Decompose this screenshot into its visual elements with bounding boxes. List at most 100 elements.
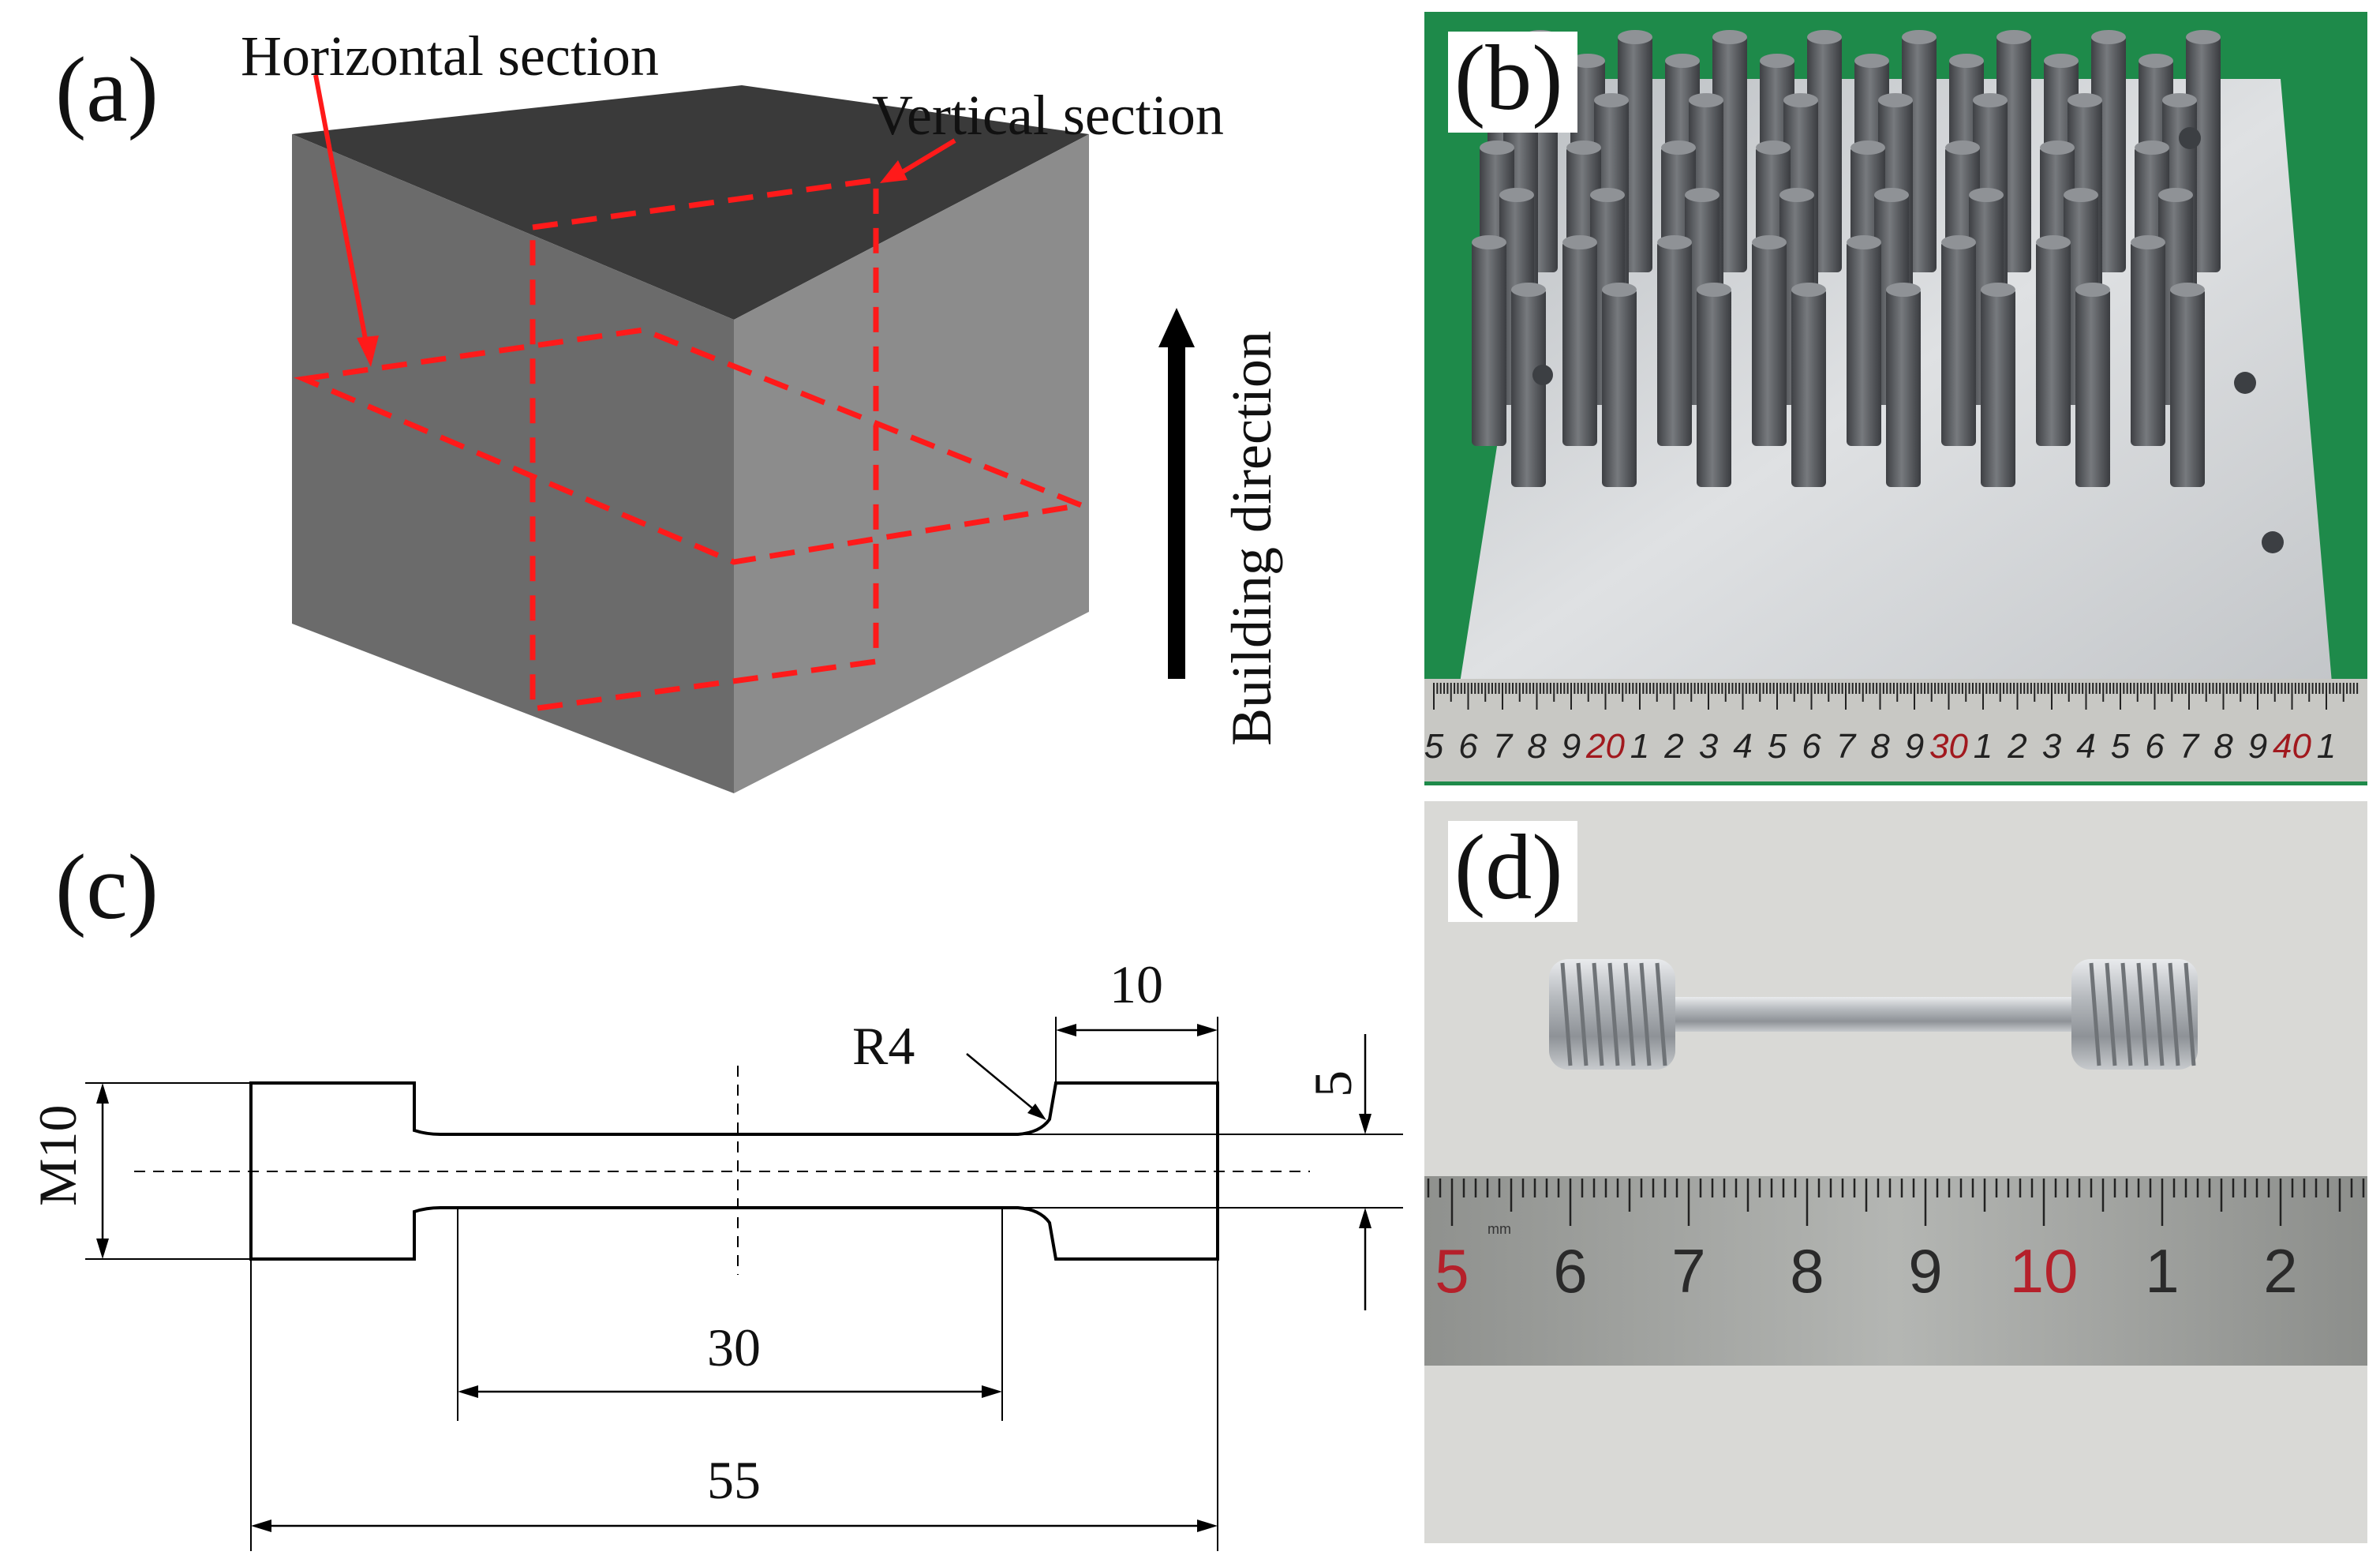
rod [1791, 288, 1826, 487]
rod-top [1499, 188, 1534, 202]
ruler-b-number: 9 [2248, 727, 2267, 766]
thread-line [2089, 962, 2101, 1066]
rod [1886, 288, 1921, 487]
rod-top [1566, 141, 1601, 155]
thread-line [2184, 962, 2196, 1066]
rod-top [1562, 235, 1597, 249]
rod-top [2158, 188, 2193, 202]
ruler-d-number: 9 [1908, 1236, 1942, 1306]
ruler-d-number: 1 [2145, 1236, 2179, 1306]
ruler-d-number: 8 [1790, 1236, 1824, 1306]
rod-top [1618, 30, 1652, 44]
rod-top [1807, 30, 1842, 44]
rod-top [1689, 93, 1723, 107]
ruler-b-number: 8 [1527, 727, 1547, 766]
block-side-face [734, 134, 1089, 793]
rod [1472, 241, 1506, 446]
plate-hole [2179, 127, 2201, 149]
block-front-face [292, 134, 734, 793]
dim55-arrowhead-right [1197, 1520, 1218, 1532]
rod-top [1902, 30, 1937, 44]
rod [1511, 288, 1546, 487]
thread-line [2105, 962, 2117, 1066]
thread-line [1655, 962, 1667, 1066]
ruler-b-number: 4 [2076, 727, 2095, 766]
panel-label-a: (a) [55, 38, 159, 141]
dim-r4-label: R4 [852, 1016, 915, 1076]
horizontal-section-plane [294, 327, 1091, 565]
rod-top [2186, 30, 2221, 44]
thread-line [2136, 962, 2149, 1066]
rod-top [1878, 93, 1913, 107]
rod [1847, 241, 1881, 446]
dim5-arrowhead-top [1359, 1114, 1371, 1134]
rod-top [1945, 141, 1980, 155]
rod-top [1791, 283, 1826, 297]
thread-line [1639, 962, 1652, 1066]
thread-line [2168, 962, 2180, 1066]
ruler-b-number: 30 [1929, 727, 1968, 766]
ruler-b-number: 1 [2317, 727, 2336, 766]
rod-top [2135, 141, 2169, 155]
rod-top [2036, 235, 2071, 249]
ruler-unit-label: mm [1488, 1221, 1511, 1237]
ruler-b-number: 5 [2111, 727, 2131, 766]
ruler-b-number: 6 [1458, 727, 1478, 766]
rod-top [1472, 235, 1506, 249]
ruler-b-number: 8 [2213, 727, 2233, 766]
rod-top [1783, 93, 1818, 107]
specimen-drawing: M10 R4 10 5 30 55 [28, 954, 1403, 1551]
rod-top [2075, 283, 2110, 297]
ruler-b-number: 3 [2042, 727, 2062, 766]
panel-label-d: (d) [1448, 821, 1577, 922]
rod-top [1850, 141, 1885, 155]
ruler-d-number: 10 [2010, 1236, 2079, 1306]
ruler-d-number: 7 [1671, 1236, 1705, 1306]
ruler-b-number: 20 [1585, 727, 1625, 766]
rod-top [2091, 30, 2126, 44]
thread-line [1607, 962, 1620, 1066]
tensile-specimen [1549, 959, 2198, 1070]
dim5-arrowhead-bottom [1359, 1208, 1371, 1228]
ruler-b-number: 6 [1802, 727, 1821, 766]
horizontal-section-pointer [313, 74, 369, 348]
rod-top [1886, 283, 1921, 297]
dim30-arrowhead-right [982, 1385, 1002, 1398]
ruler-d-number: 5 [1435, 1236, 1469, 1306]
rod-top [2162, 93, 2197, 107]
rod-top [1949, 54, 1984, 68]
rod-top [1756, 141, 1791, 155]
ruler-b-number: 2 [1663, 727, 1683, 766]
rod [1697, 288, 1731, 487]
dim-30-label: 30 [707, 1317, 761, 1377]
rod-top [1996, 30, 2031, 44]
rod-top [1969, 188, 2004, 202]
ruler-b-number: 7 [2180, 727, 2200, 766]
plate-hole [2262, 531, 2284, 553]
dim10-arrowhead-left [1056, 1024, 1076, 1036]
rod-top [2139, 54, 2173, 68]
building-direction-arrowhead [1158, 308, 1195, 347]
rod-top [1665, 54, 1700, 68]
rod-top [2068, 93, 2102, 107]
rod-top [2170, 283, 2205, 297]
rod [2036, 241, 2071, 446]
thread-line [1623, 962, 1636, 1066]
ruler-b-number: 7 [1493, 727, 1514, 766]
dim-10-label: 10 [1110, 954, 1163, 1014]
vertical-section-label: Vertical section [872, 84, 1224, 147]
rod-top [1657, 235, 1692, 249]
thread-line [1576, 962, 1589, 1066]
ruler-b-number: 5 [1768, 727, 1787, 766]
plate-hole [1532, 365, 1553, 385]
rod-top [2131, 235, 2165, 249]
dim-55-label: 55 [707, 1450, 761, 1510]
ruler-b-number: 1 [1974, 727, 1993, 766]
ruler-b-number: 40 [2273, 727, 2311, 766]
rod-top [1981, 283, 2015, 297]
ruler-b-number: 3 [1699, 727, 1719, 766]
